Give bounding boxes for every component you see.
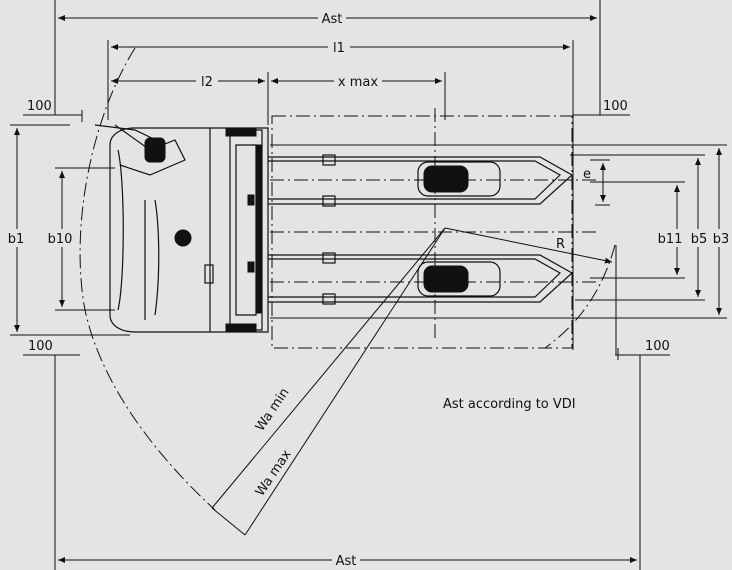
l1-dimension: l1 [107,38,574,350]
b10-dimension: b10 [46,167,115,311]
e-dimension: e [583,159,610,206]
b3-label: b3 [713,232,730,247]
b1-label: b1 [8,232,25,247]
ast-bottom-label: Ast [336,554,357,569]
wa-min-label: Wa min [253,386,293,435]
l1-label: l1 [333,41,345,56]
b1-dimension: b1 [6,124,130,336]
b5-dimension: b5 [570,154,709,301]
clearance-bottom-right-label: 100 [645,339,670,354]
b11-label: b11 [658,232,683,247]
clearance-top-right: 100 [573,99,630,116]
e-label: e [583,167,591,182]
clearance-top-left: 100 [23,99,83,122]
clearance-bottom-left-label: 100 [28,339,53,354]
r-label: R [556,237,565,252]
clearance-bottom-left: 100 [23,339,80,570]
forks [268,154,574,305]
l2-xmax-dimension: l2 x max [111,72,446,125]
truck-body [94,124,269,333]
clearance-top-left-label: 100 [27,99,52,114]
turning-geometry: R Wa min Wa max [79,47,617,536]
b3-dimension: b3 [270,144,731,319]
b5-label: b5 [691,232,708,247]
pallet-outline [270,108,600,349]
ast-top-label: Ast [322,12,343,27]
clearance-top-right-label: 100 [603,99,628,114]
b11-dimension: b11 [590,181,685,279]
b10-label: b10 [48,232,73,247]
clearance-bottom-right: 100 [615,339,670,570]
x-max-label: x max [338,75,378,90]
l2-label: l2 [201,75,213,90]
ast-bottom-dimension: Ast [58,551,637,569]
ast-top-dimension: Ast [54,0,601,115]
vdi-note: Ast according to VDI [443,397,576,412]
